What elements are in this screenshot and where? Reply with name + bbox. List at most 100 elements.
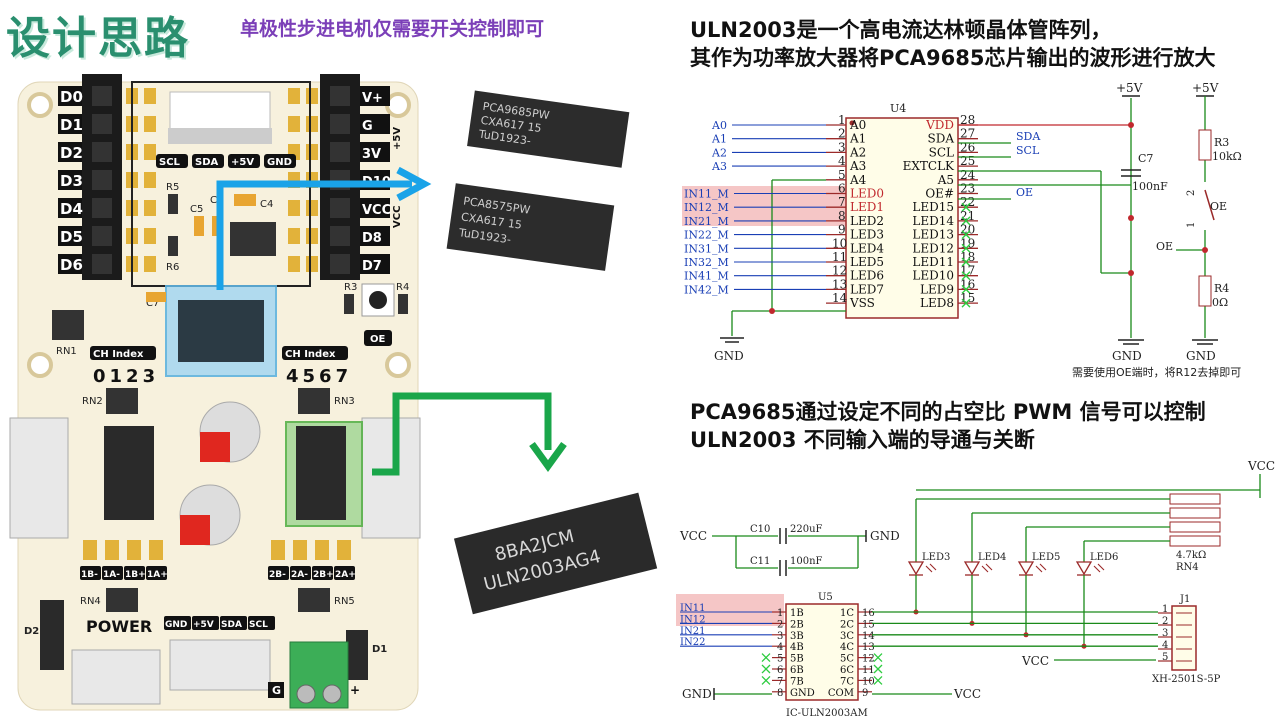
r3-label: R3	[1214, 136, 1229, 149]
motor-pin-badge	[102, 566, 123, 580]
pin-name: 5B	[790, 654, 804, 665]
header-label-bg	[58, 198, 82, 218]
header-pin-icon	[92, 198, 112, 218]
gnd-right: GND	[1186, 349, 1216, 363]
uln-description: ULN2003是一个高电流达林顿晶体管阵列， 其作为功率放大器将PCA9685芯…	[690, 16, 1216, 72]
gold-pad	[288, 228, 300, 244]
gold-pad	[83, 540, 97, 560]
j1-pin-number: 5	[1162, 652, 1168, 663]
pin-number: 4	[838, 154, 846, 168]
mount-hole-icon	[385, 352, 411, 378]
ch-index-right-values: 4567	[286, 366, 352, 387]
junction-icon	[769, 308, 775, 314]
led-label: LED6	[1090, 552, 1118, 563]
switch-gap	[1196, 182, 1214, 230]
page-subtitle: 单极性步进电机仅需要开关控制即可	[240, 18, 545, 40]
motor-pin-label: 2A+	[335, 570, 356, 580]
pin-name: A1	[849, 132, 866, 146]
pin-name: SDA	[927, 132, 954, 146]
c7-part	[146, 292, 166, 302]
junction-icon	[1128, 270, 1134, 276]
j1-part: XH-2501S-5P	[1152, 674, 1221, 685]
c10-gap	[778, 530, 788, 542]
r4-label: R4	[1214, 282, 1229, 295]
uln2003-right-chip	[296, 426, 346, 520]
gnd-cap: GND	[870, 529, 900, 543]
no-connect-icon	[961, 202, 971, 212]
j1-pin-number: 2	[1162, 616, 1168, 627]
pin-name: A4	[849, 173, 867, 187]
uln-photo-chip	[453, 492, 658, 615]
header-label-bg	[360, 198, 390, 218]
mount-hole-icon	[27, 352, 53, 378]
motor-pin-label: 1B-	[81, 570, 98, 580]
bottom-pin-label: SCL	[249, 620, 268, 630]
pin-name: GND	[790, 688, 815, 699]
d2-part	[40, 600, 64, 670]
led-diode-icon	[907, 561, 925, 576]
input-label: IN11	[680, 603, 705, 614]
gnd-mid: GND	[1112, 349, 1142, 363]
rn2-part	[106, 388, 138, 414]
bottom-pin-badge	[248, 616, 275, 630]
rn4-res	[1169, 535, 1221, 547]
oe-net: OE	[1016, 186, 1033, 199]
in-net-label: IN12_M	[684, 201, 729, 214]
header-pin-icon	[330, 86, 350, 106]
pin-name: LED12	[912, 241, 954, 255]
motor-left-labels: 1B-1A-1B+1A+	[80, 540, 168, 580]
uln-chip-photo: 8BA2JCM ULN2003AG4	[453, 492, 658, 615]
pads-left	[126, 88, 156, 272]
power-connector	[71, 649, 161, 705]
pin-number: 6	[838, 182, 846, 196]
top-pin-label: SDA	[195, 157, 219, 168]
header-label-bg	[58, 114, 82, 134]
uln2003-left-chip	[104, 426, 154, 520]
page-title: 设计思路	[6, 13, 190, 64]
pin-name: 4B	[790, 642, 804, 653]
pin-number: 12	[832, 264, 847, 278]
header-label-bg	[360, 86, 390, 106]
gold-pad	[144, 200, 156, 216]
r3-part	[1198, 129, 1212, 161]
gnd-u5: GND	[682, 687, 712, 701]
top-pin-label: GND	[267, 157, 292, 168]
rn4-label: RN4	[1176, 562, 1199, 573]
plus5v-left: +5V	[1116, 81, 1143, 95]
i2c-connector	[169, 639, 271, 691]
led-diode-icon	[1017, 561, 1035, 576]
net-label: A2	[711, 146, 727, 159]
gold-pad	[149, 540, 163, 560]
pin-number: 9	[862, 688, 868, 699]
pin-name: 6B	[790, 665, 804, 676]
motor-pin-badge	[334, 566, 355, 580]
ch-index-left-badge	[90, 346, 156, 360]
ch-index-right-badge	[282, 346, 348, 360]
led-label: LED4	[978, 552, 1006, 563]
no-connect-icon	[961, 243, 971, 253]
pin-number: 4	[777, 642, 783, 653]
left-header-label: D4	[60, 200, 83, 218]
pin-number: 14	[862, 631, 875, 642]
pin-number: 13	[832, 277, 847, 291]
vcc-j1: VCC	[1021, 654, 1049, 668]
motor-pin-badge	[312, 566, 333, 580]
r3-value: 10kΩ	[1212, 150, 1242, 163]
pin-name: LED3	[850, 228, 884, 242]
pin-name: VSS	[849, 296, 875, 310]
header-pin-icon	[92, 254, 112, 274]
c10-label: C10	[750, 524, 770, 535]
c11-label: C11	[750, 556, 770, 567]
pin-name: 1C	[840, 608, 854, 619]
motor-pin-label: 2A-	[291, 570, 308, 580]
screw-icon	[322, 684, 342, 704]
oe-net-right: OE	[1156, 240, 1173, 253]
c5-part	[194, 216, 204, 236]
in-net-label: IN31_M	[684, 242, 729, 255]
junction-icon	[1202, 247, 1208, 253]
r6-label: R6	[166, 262, 179, 273]
no-connect-icon	[961, 271, 971, 281]
